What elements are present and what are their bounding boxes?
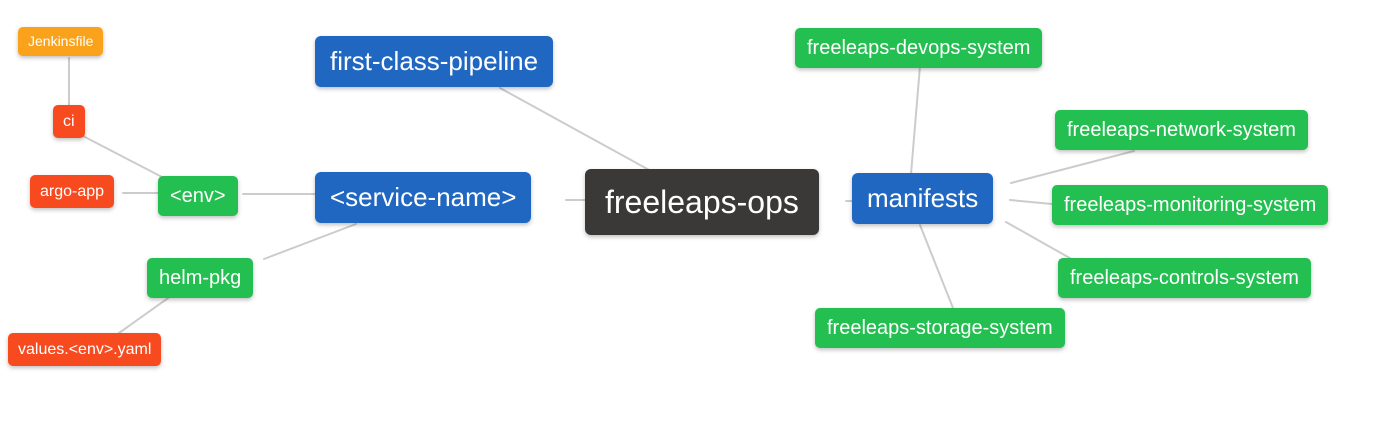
edge-manifests-devops bbox=[910, 65, 921, 175]
node-ci[interactable]: ci bbox=[53, 105, 85, 139]
node-argo-app[interactable]: argo-app bbox=[30, 175, 115, 209]
node-freeleaps-devops-system[interactable]: freeleaps-devops-system bbox=[795, 28, 1043, 68]
edge-manifests-monitoring bbox=[1009, 199, 1053, 205]
node-service-name[interactable]: <service-name> bbox=[315, 172, 532, 224]
node-freeleaps-controls-system[interactable]: freeleaps-controls-system bbox=[1058, 258, 1311, 298]
node-env[interactable]: <env> bbox=[158, 176, 238, 216]
node-values-env-yaml[interactable]: values.<env>.yaml bbox=[8, 333, 162, 367]
node-jenkinsfile[interactable]: Jenkinsfile bbox=[18, 27, 104, 56]
edge-manifests-storage bbox=[919, 224, 954, 309]
node-freeleaps-storage-system[interactable]: freeleaps-storage-system bbox=[815, 308, 1065, 348]
node-freeleaps-monitoring-system[interactable]: freeleaps-monitoring-system bbox=[1052, 185, 1329, 225]
edge-manifests-network bbox=[1010, 150, 1135, 184]
node-freeleaps-ops[interactable]: freeleaps-ops bbox=[585, 169, 819, 236]
node-first-class-pipeline[interactable]: first-class-pipeline bbox=[315, 36, 554, 88]
edge-ci-env bbox=[82, 135, 163, 178]
edge-pipeline-root bbox=[499, 87, 652, 172]
node-freeleaps-network-system[interactable]: freeleaps-network-system bbox=[1055, 110, 1308, 150]
edge-manifests-controls bbox=[1005, 221, 1076, 262]
edge-helm-pkg-service-name bbox=[263, 223, 357, 260]
edge-values-helm-pkg bbox=[118, 295, 172, 334]
node-manifests[interactable]: manifests bbox=[852, 173, 994, 225]
node-helm-pkg[interactable]: helm-pkg bbox=[147, 258, 254, 298]
